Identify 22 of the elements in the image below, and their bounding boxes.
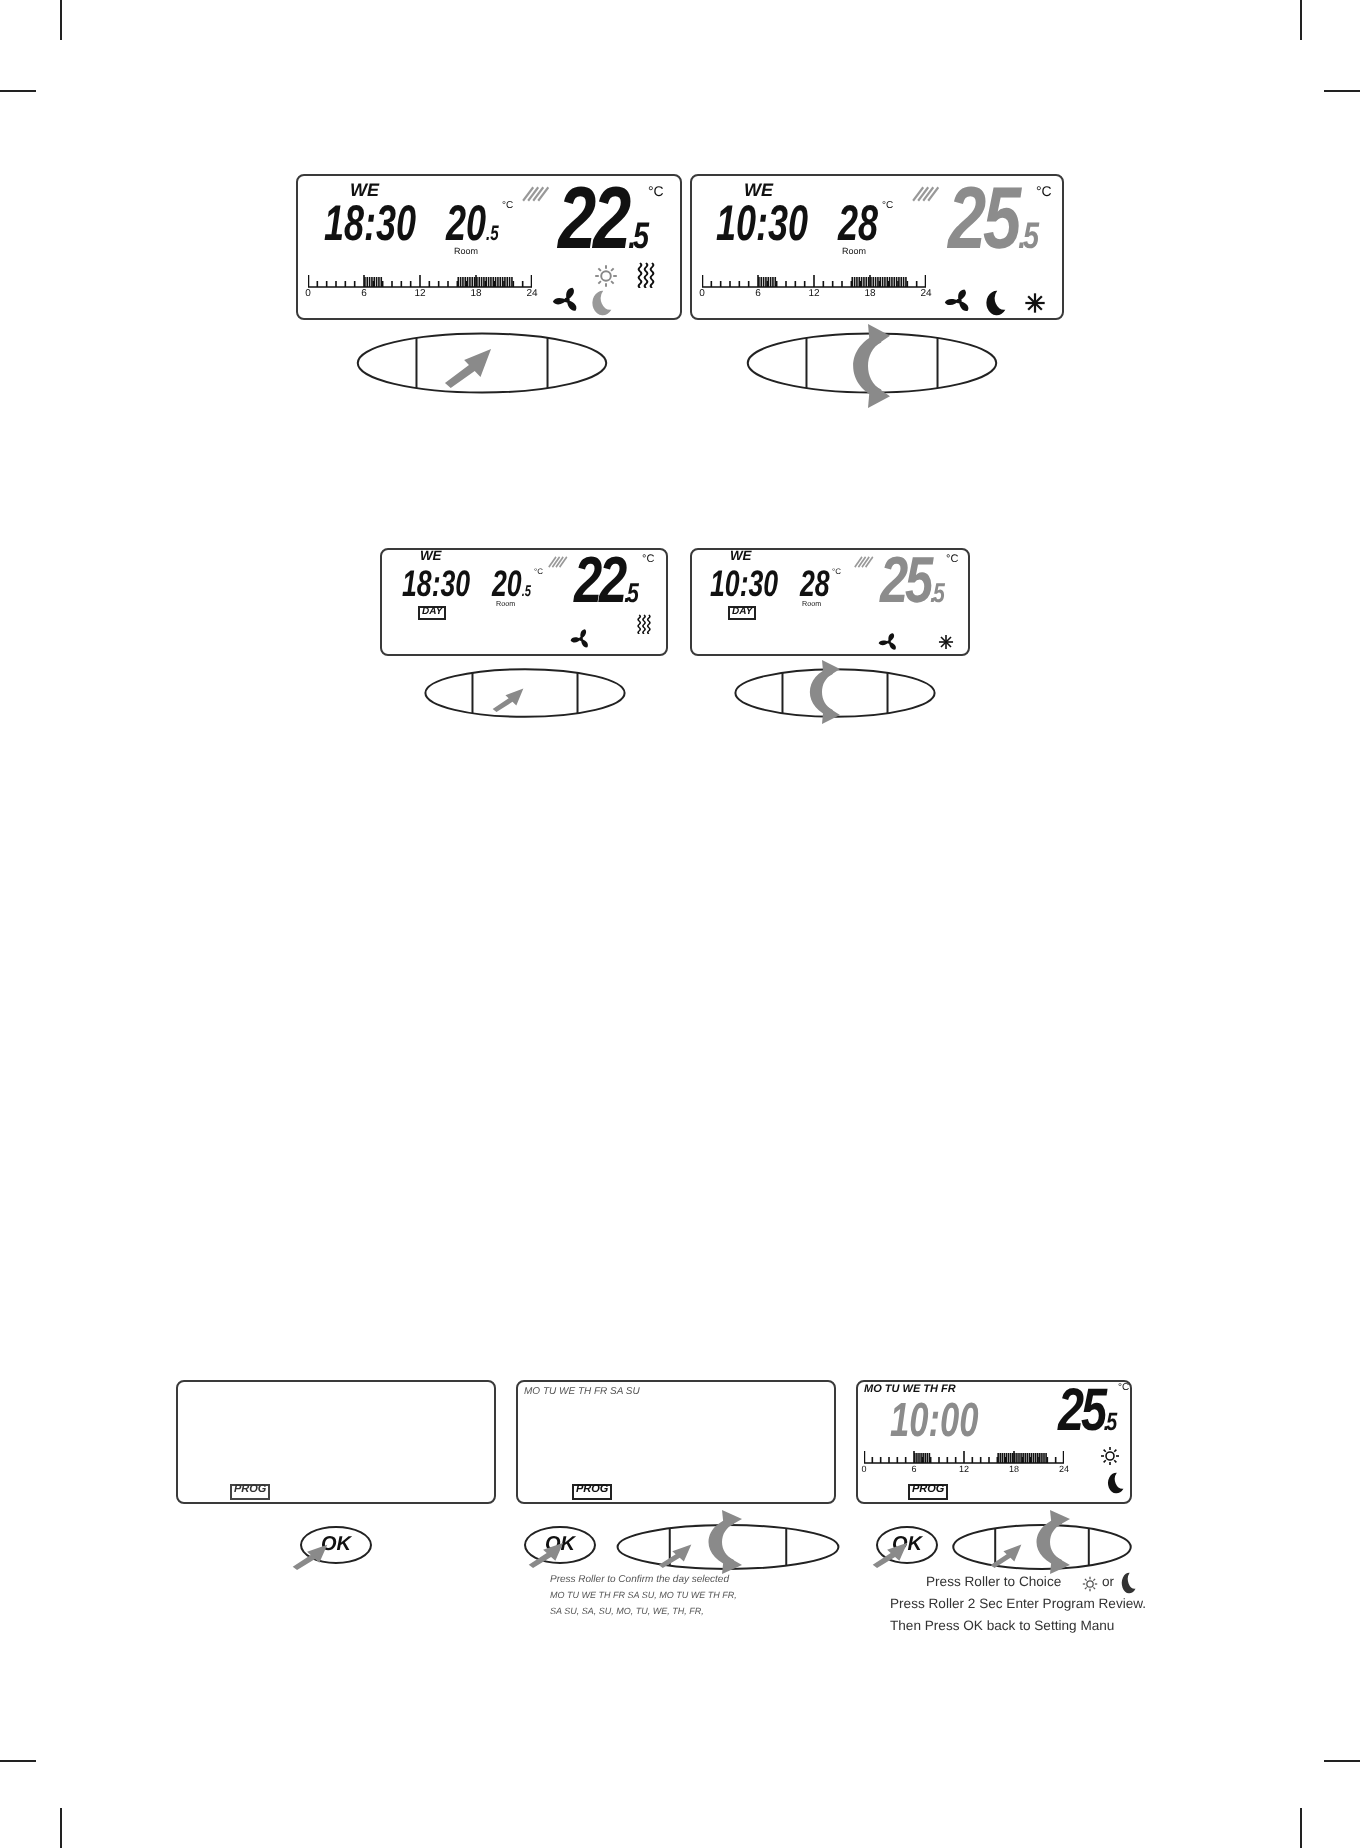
roller-button: [734, 668, 936, 718]
lcd-display: [516, 1380, 836, 1504]
clock-time: 10:30: [710, 570, 779, 600]
roller-button: [616, 1524, 840, 1570]
roller-button: [952, 1524, 1132, 1570]
lcd-display: [176, 1380, 496, 1504]
roller-button: [356, 332, 608, 394]
room-temperature: 28: [838, 204, 879, 244]
lcd-display: [690, 174, 1064, 320]
lcd-display: [856, 1380, 1132, 1504]
room-temperature: 28: [800, 570, 830, 600]
roller-button: [424, 668, 626, 718]
lcd-display: [690, 548, 970, 656]
weekday-label: WE: [744, 182, 773, 200]
lcd-display: [296, 174, 682, 320]
weekday-label: WE: [350, 182, 379, 200]
lcd-display: [380, 548, 668, 656]
roller-button: [746, 332, 998, 394]
clock-time: 10:30: [716, 204, 809, 244]
clock-time: 10:00: [890, 1402, 979, 1441]
clock-time: 18:30: [402, 570, 471, 600]
clock-time: 18:30: [324, 204, 417, 244]
